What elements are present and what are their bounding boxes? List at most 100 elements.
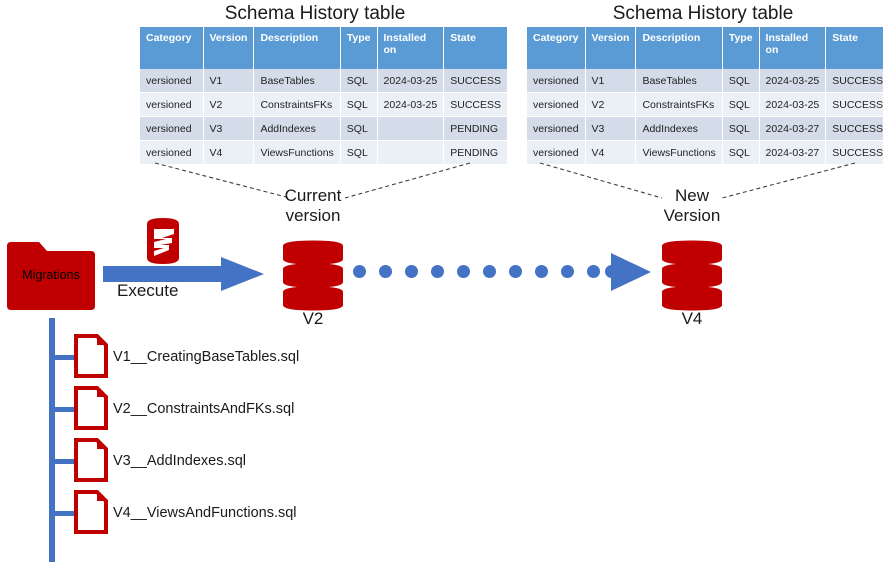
schema-history-table-left: Category Version Description Type Instal…: [140, 27, 507, 165]
table-row: versioned V4 ViewsFunctions SQL PENDING: [140, 140, 507, 165]
table-header-row: Category Version Description Type Instal…: [527, 27, 883, 69]
cell-description: AddIndexes: [253, 116, 341, 141]
flow-arrowhead-icon: [611, 253, 651, 291]
flow-dot: [431, 265, 444, 278]
new-version-caption-line1: New: [674, 186, 709, 205]
col-state: State: [443, 27, 507, 69]
cell-description: AddIndexes: [635, 116, 723, 141]
current-version-database-icon: [282, 240, 344, 312]
table-row: versioned V1 BaseTables SQL 2024-03-25 S…: [140, 69, 507, 93]
cell-installed-on: 2024-03-25: [759, 69, 827, 93]
file-tree-branch: [55, 355, 77, 360]
schema-history-title-right: Schema History table: [612, 3, 794, 24]
cell-type: SQL: [722, 69, 760, 93]
col-category: Category: [140, 27, 204, 69]
flow-dot: [509, 265, 522, 278]
col-version: Version: [585, 27, 637, 69]
cell-category: versioned: [140, 92, 204, 117]
flyway-logo-icon: [143, 218, 183, 264]
new-version-number: V4: [681, 309, 703, 328]
table-row: versioned V2 ConstraintsFKs SQL 2024-03-…: [140, 92, 507, 117]
cell-installed-on: 2024-03-25: [377, 69, 445, 93]
flow-dot: [353, 265, 366, 278]
cell-description: BaseTables: [635, 69, 723, 93]
col-installed-on: Installed on: [377, 27, 445, 69]
table-right: Category Version Description Type Instal…: [527, 27, 883, 165]
execute-label: Execute: [117, 281, 179, 300]
table-header-row: Category Version Description Type Instal…: [140, 27, 507, 69]
col-description: Description: [635, 27, 723, 69]
flow-dot: [561, 265, 574, 278]
cell-version: V2: [203, 92, 255, 117]
migrations-folder[interactable]: Migrations: [5, 240, 97, 312]
cell-description: ViewsFunctions: [635, 140, 723, 165]
sql-file-icon[interactable]: [74, 490, 108, 534]
cell-type: SQL: [340, 92, 378, 117]
cell-installed-on: 2024-03-27: [759, 116, 827, 141]
current-version-number: V2: [302, 309, 324, 328]
cell-description: ConstraintsFKs: [635, 92, 723, 117]
cell-version: V1: [203, 69, 255, 93]
col-state: State: [825, 27, 883, 69]
new-version-caption-line2: Version: [663, 206, 721, 225]
sql-file-icon[interactable]: [74, 386, 108, 430]
cell-description: BaseTables: [253, 69, 341, 93]
flow-dot: [405, 265, 418, 278]
col-description: Description: [253, 27, 341, 69]
cell-version: V3: [203, 116, 255, 141]
cell-version: V4: [585, 140, 637, 165]
file-label: V3__AddIndexes.sql: [113, 453, 247, 469]
cell-description: ViewsFunctions: [253, 140, 341, 165]
flow-dot: [483, 265, 496, 278]
file-tree-branch: [55, 407, 77, 412]
col-type: Type: [340, 27, 378, 69]
cell-type: SQL: [722, 92, 760, 117]
cell-description: ConstraintsFKs: [253, 92, 341, 117]
new-version-database-icon: [661, 240, 723, 312]
cell-category: versioned: [140, 140, 204, 165]
table-row: versioned V3 AddIndexes SQL PENDING: [140, 116, 507, 141]
cell-state: SUCCESS: [443, 92, 507, 117]
sql-file-icon[interactable]: [74, 334, 108, 378]
table-row: versioned V2 ConstraintsFKs SQL 2024-03-…: [527, 92, 883, 117]
flow-dot: [379, 265, 392, 278]
cell-type: SQL: [340, 140, 378, 165]
cell-installed-on: 2024-03-25: [377, 92, 445, 117]
flow-dot: [457, 265, 470, 278]
col-type: Type: [722, 27, 760, 69]
cell-type: SQL: [340, 69, 378, 93]
flow-dot: [587, 265, 600, 278]
schema-history-table-right: Category Version Description Type Instal…: [527, 27, 883, 165]
cell-state: SUCCESS: [825, 69, 883, 93]
file-label: V4__ViewsAndFunctions.sql: [113, 505, 297, 521]
migrations-folder-label: Migrations: [22, 268, 80, 282]
current-version-caption-line1: Current: [284, 186, 342, 205]
col-installed-on: Installed on: [759, 27, 827, 69]
new-version-caption: New Version: [637, 186, 747, 226]
file-tree-branch: [55, 511, 77, 516]
col-version: Version: [203, 27, 255, 69]
folder-icon: [7, 242, 95, 310]
table-row: versioned V1 BaseTables SQL 2024-03-25 S…: [527, 69, 883, 93]
cell-type: SQL: [340, 116, 378, 141]
cell-version: V4: [203, 140, 255, 165]
cell-state: SUCCESS: [443, 69, 507, 93]
current-version-caption: Current version: [258, 186, 368, 226]
file-tree-trunk: [49, 318, 55, 562]
cell-state: SUCCESS: [825, 116, 883, 141]
migration-flow-arrow: [353, 253, 651, 291]
file-tree-branch: [55, 459, 77, 464]
flow-dot: [535, 265, 548, 278]
table-left: Category Version Description Type Instal…: [140, 27, 507, 165]
execute-arrow: [103, 256, 265, 292]
cell-category: versioned: [527, 92, 586, 117]
cell-category: versioned: [527, 116, 586, 141]
cell-category: versioned: [140, 116, 204, 141]
cell-state: SUCCESS: [825, 92, 883, 117]
sql-file-icon[interactable]: [74, 438, 108, 482]
cell-type: SQL: [722, 140, 760, 165]
cell-state: PENDING: [443, 140, 507, 165]
current-version-caption-line2: version: [285, 206, 341, 225]
table-row: versioned V4 ViewsFunctions SQL 2024-03-…: [527, 140, 883, 165]
